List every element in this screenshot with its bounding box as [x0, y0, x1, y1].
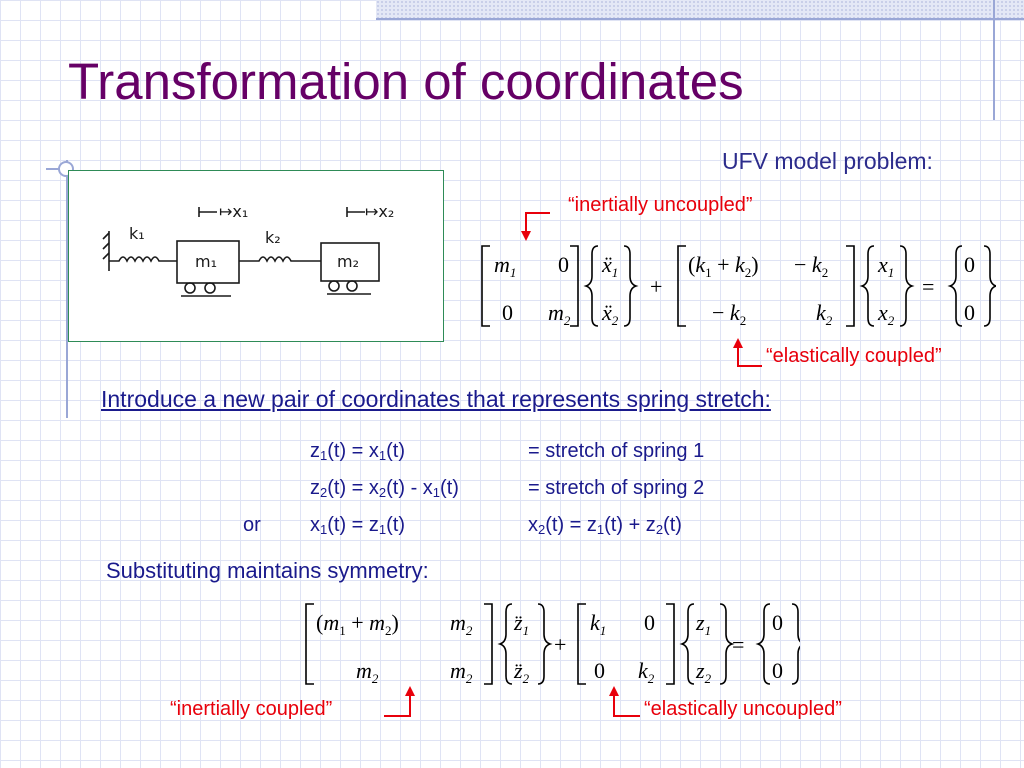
- annotation-arrow-down-icon: [521, 212, 550, 241]
- definition-row-2: z2(t) = x2(t) - x1(t): [310, 477, 459, 500]
- svg-text:x1: x1: [877, 252, 894, 280]
- svg-text:m2: m2: [450, 658, 473, 686]
- svg-text:0: 0: [964, 252, 975, 277]
- left-accent-tick: [46, 168, 68, 170]
- sketch-m2-label: m₂: [337, 252, 359, 271]
- svg-text:=: =: [732, 632, 744, 657]
- annotation-elastically-coupled: “elastically coupled”: [766, 345, 942, 367]
- definition-row-1: z1(t) = x1(t): [310, 440, 406, 463]
- svg-text:0: 0: [772, 610, 783, 635]
- definition-row-1-meaning: = stretch of spring 1: [528, 440, 705, 462]
- sketch-m1-label: m₁: [195, 252, 217, 271]
- sketch-x2-label: ↦x₂: [365, 202, 394, 221]
- header-rule: [376, 18, 1024, 20]
- spring-mass-sketch: k₁ k₂ m₁ m₂ ↦x₁ ↦x₂: [68, 170, 444, 342]
- svg-text:− k2: − k2: [712, 300, 746, 328]
- annotation-arrow-up-icon: [733, 338, 762, 367]
- svg-text:z2: z2: [695, 658, 712, 686]
- spring-mass-drawing: k₁ k₂ m₁ m₂ ↦x₁ ↦x₂: [102, 202, 394, 297]
- svg-text:− k2: − k2: [794, 252, 828, 280]
- left-accent-line: [66, 160, 68, 418]
- right-accent-line: [993, 0, 995, 120]
- svg-text:0: 0: [558, 252, 569, 277]
- svg-text:(k1 + k2): (k1 + k2): [688, 252, 759, 280]
- slide-title: Transformation of coordinates: [68, 53, 744, 110]
- svg-text:+: +: [650, 274, 662, 299]
- svg-text:m2: m2: [356, 658, 379, 686]
- header-band: [376, 0, 1024, 18]
- svg-text:m2: m2: [450, 610, 473, 638]
- intro-text: Introduce a new pair of coordinates that…: [101, 386, 771, 412]
- equation-of-motion-x: m1 0 0 m2 ẍ1 ẍ2 + (k1 + k2) − k2 − k2 k2…: [481, 245, 996, 328]
- svg-text:z1: z1: [695, 610, 711, 638]
- svg-text:+: +: [554, 632, 566, 657]
- annotation-elastically-uncoupled: “elastically uncoupled”: [644, 698, 842, 720]
- svg-text:z̈1: z̈1: [513, 610, 529, 638]
- svg-text:ẍ2: ẍ2: [601, 300, 619, 328]
- svg-text:k1: k1: [590, 610, 606, 638]
- sketch-x1-label: ↦x₁: [219, 202, 248, 221]
- svg-text:ẍ1: ẍ1: [601, 252, 618, 280]
- definition-row-3-left: x1(t) = z1(t): [310, 514, 406, 537]
- sketch-k2-label: k₂: [265, 228, 281, 247]
- annotation-inertially-coupled: “inertially coupled”: [170, 698, 333, 720]
- svg-text:m1: m1: [494, 252, 516, 280]
- slide-subtitle: UFV model problem:: [722, 148, 933, 174]
- definition-row-3-right: x2(t) = z1(t) + z2(t): [528, 514, 682, 537]
- svg-text:0: 0: [644, 610, 655, 635]
- svg-text:z̈2: z̈2: [513, 658, 530, 686]
- svg-text:k2: k2: [638, 658, 655, 686]
- svg-text:0: 0: [964, 300, 975, 325]
- substituting-text: Substituting maintains symmetry:: [106, 558, 429, 583]
- equation-of-motion-z: (m1 + m2) m2 m2 m2 z̈1 z̈2 + k1 0 0 k2 z…: [305, 603, 800, 686]
- svg-text:(m1 + m2): (m1 + m2): [316, 610, 399, 638]
- svg-text:m2: m2: [548, 300, 571, 328]
- svg-text:x2: x2: [877, 300, 895, 328]
- annotation-arrow-up-right-icon: [609, 686, 640, 717]
- definition-row-3-prefix: or: [243, 514, 261, 536]
- annotation-arrow-up-left-icon: [384, 686, 415, 717]
- svg-text:0: 0: [594, 658, 605, 683]
- annotation-inertially-uncoupled: “inertially uncoupled”: [568, 194, 753, 216]
- svg-text:0: 0: [502, 300, 513, 325]
- definition-row-2-meaning: = stretch of spring 2: [528, 477, 705, 499]
- svg-text:k2: k2: [816, 300, 833, 328]
- sketch-k1-label: k₁: [129, 224, 145, 243]
- svg-text:=: =: [922, 274, 934, 299]
- svg-text:0: 0: [772, 658, 783, 683]
